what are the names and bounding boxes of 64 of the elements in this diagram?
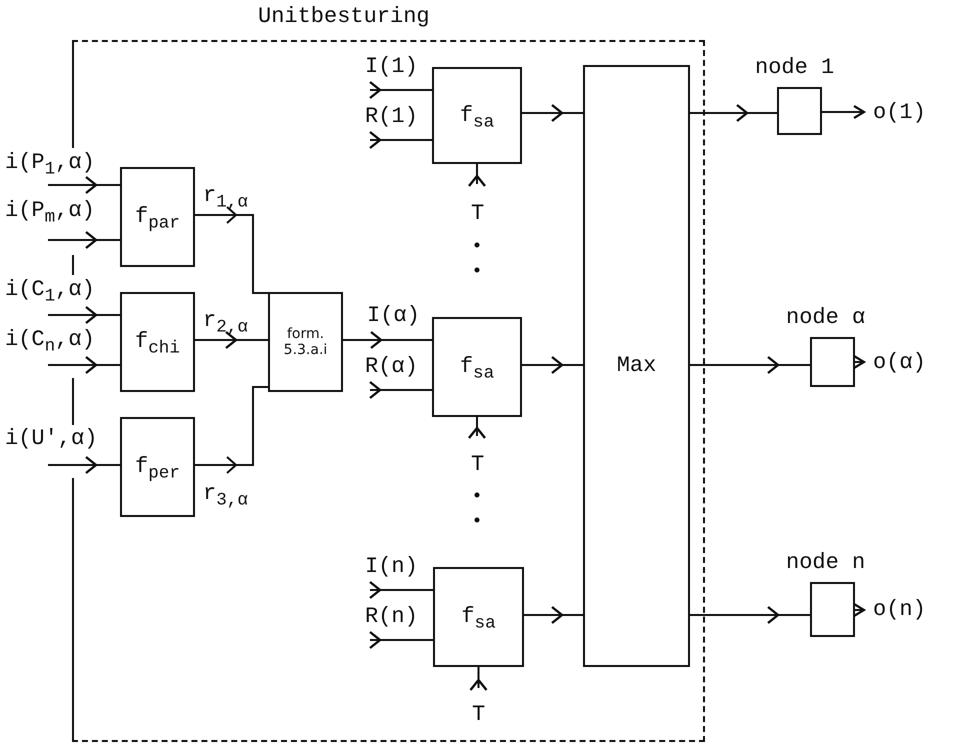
- connector-line: [468, 415, 486, 440]
- connector-line: [524, 606, 583, 624]
- box-label: f$_{sa}$: [461, 606, 496, 628]
- connector-line: [48, 176, 120, 194]
- edge-label: I(α): [367, 305, 420, 327]
- node-label: node 1: [755, 57, 834, 79]
- box-label: f$_{chi}$: [135, 331, 180, 353]
- edge-label: T: [471, 454, 484, 476]
- edge-label: i(C$_{1}$,α): [5, 279, 95, 301]
- edge-label: R(1): [365, 106, 418, 128]
- connector-line: [368, 630, 433, 650]
- connector-line: [368, 80, 432, 100]
- frame-title: Unitbesturing: [258, 6, 430, 28]
- edge-label: T: [472, 704, 486, 726]
- connector-line: [343, 330, 432, 350]
- connector-line: [690, 104, 777, 122]
- edge-label: i(C$_{n}$,α): [5, 329, 95, 351]
- connector-line: [48, 306, 120, 324]
- node-label: node α: [786, 307, 866, 329]
- connector-line: [522, 104, 583, 122]
- connector-line: [195, 330, 268, 350]
- connector-line: [194, 206, 269, 294]
- edge-label: I(1): [365, 56, 418, 78]
- node-box: [810, 582, 855, 637]
- process-box: [432, 317, 522, 417]
- connector-line: [194, 386, 269, 474]
- process-box: [120, 417, 195, 517]
- connector-line: [468, 162, 486, 188]
- process-box: [120, 292, 195, 392]
- edge-label: T: [471, 203, 484, 225]
- process-box: [120, 167, 195, 267]
- connector-line: [368, 130, 432, 150]
- edge-label: i(U',α): [5, 428, 98, 450]
- output-label: o(1): [864, 100, 926, 126]
- node-box: [777, 87, 822, 135]
- arrow: [822, 104, 866, 120]
- connector-line: [368, 580, 433, 600]
- edge-label: i(P$_{1}$,α): [5, 152, 95, 174]
- process-box: [268, 292, 343, 392]
- box-label: f$_{sa}$: [460, 356, 494, 378]
- edge-label: i(P$_{m}$,α): [5, 200, 95, 222]
- edge-label: I(n): [365, 556, 418, 578]
- process-box: [433, 567, 524, 667]
- connector-line: [690, 356, 810, 374]
- output-label: o(α): [864, 350, 926, 376]
- box-label: form. 5.3.a.i: [282, 326, 328, 358]
- node-box: [810, 337, 855, 387]
- connector-line: [368, 380, 432, 400]
- edge-label: r$_{2,α}$: [203, 310, 248, 332]
- edge-label: R(α): [365, 356, 418, 378]
- box-label: f$_{sa}$: [460, 104, 494, 126]
- connector-line: [690, 606, 810, 624]
- box-label: Max: [616, 355, 656, 377]
- output-label: o(n): [864, 597, 926, 623]
- edge-label: R(n): [365, 606, 418, 628]
- process-box: [432, 67, 522, 164]
- connector-line: [48, 230, 120, 250]
- connector-line: [469, 665, 488, 692]
- process-box: [583, 65, 690, 667]
- connector-line: [48, 356, 120, 374]
- connector-line: [48, 456, 120, 474]
- edge-label: r$_{1,α}$: [203, 185, 248, 207]
- connector-line: [522, 356, 583, 374]
- node-label: node n: [786, 552, 866, 574]
